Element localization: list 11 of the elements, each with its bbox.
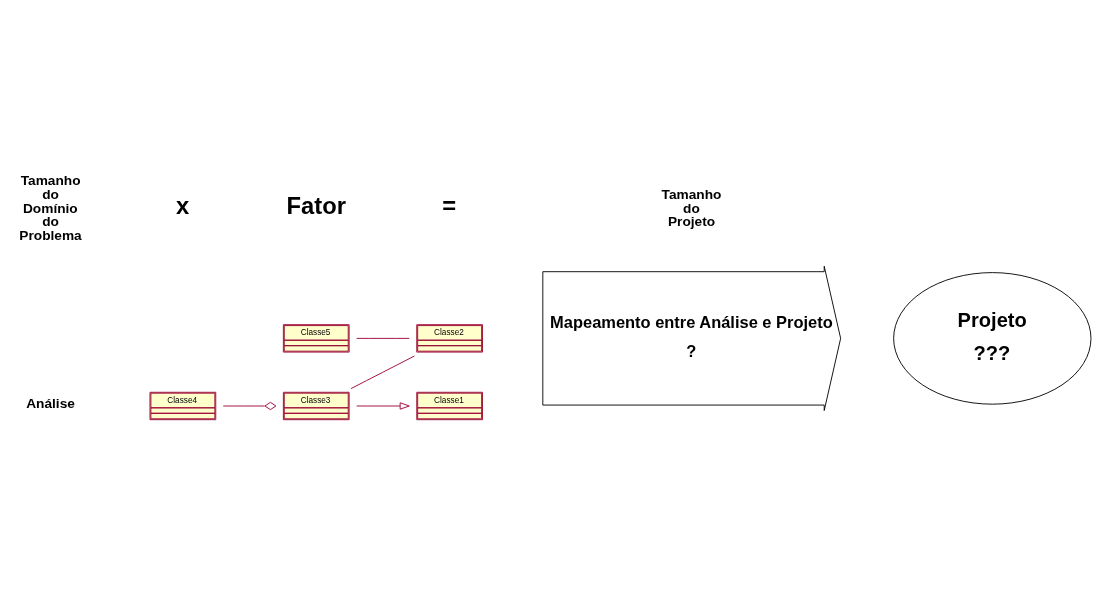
node-ellipse: Projeto ??? [893,272,1092,405]
label: x [176,192,190,220]
connector [222,401,277,411]
label: Tamanho do Projeto [661,187,722,230]
label: Análise [26,396,75,412]
arrow [356,402,410,410]
label: Tamanho do Domínio do Problema [19,173,82,244]
connector [350,355,415,390]
label: = [442,192,457,220]
label: Fator [286,192,346,220]
connector [356,337,410,339]
